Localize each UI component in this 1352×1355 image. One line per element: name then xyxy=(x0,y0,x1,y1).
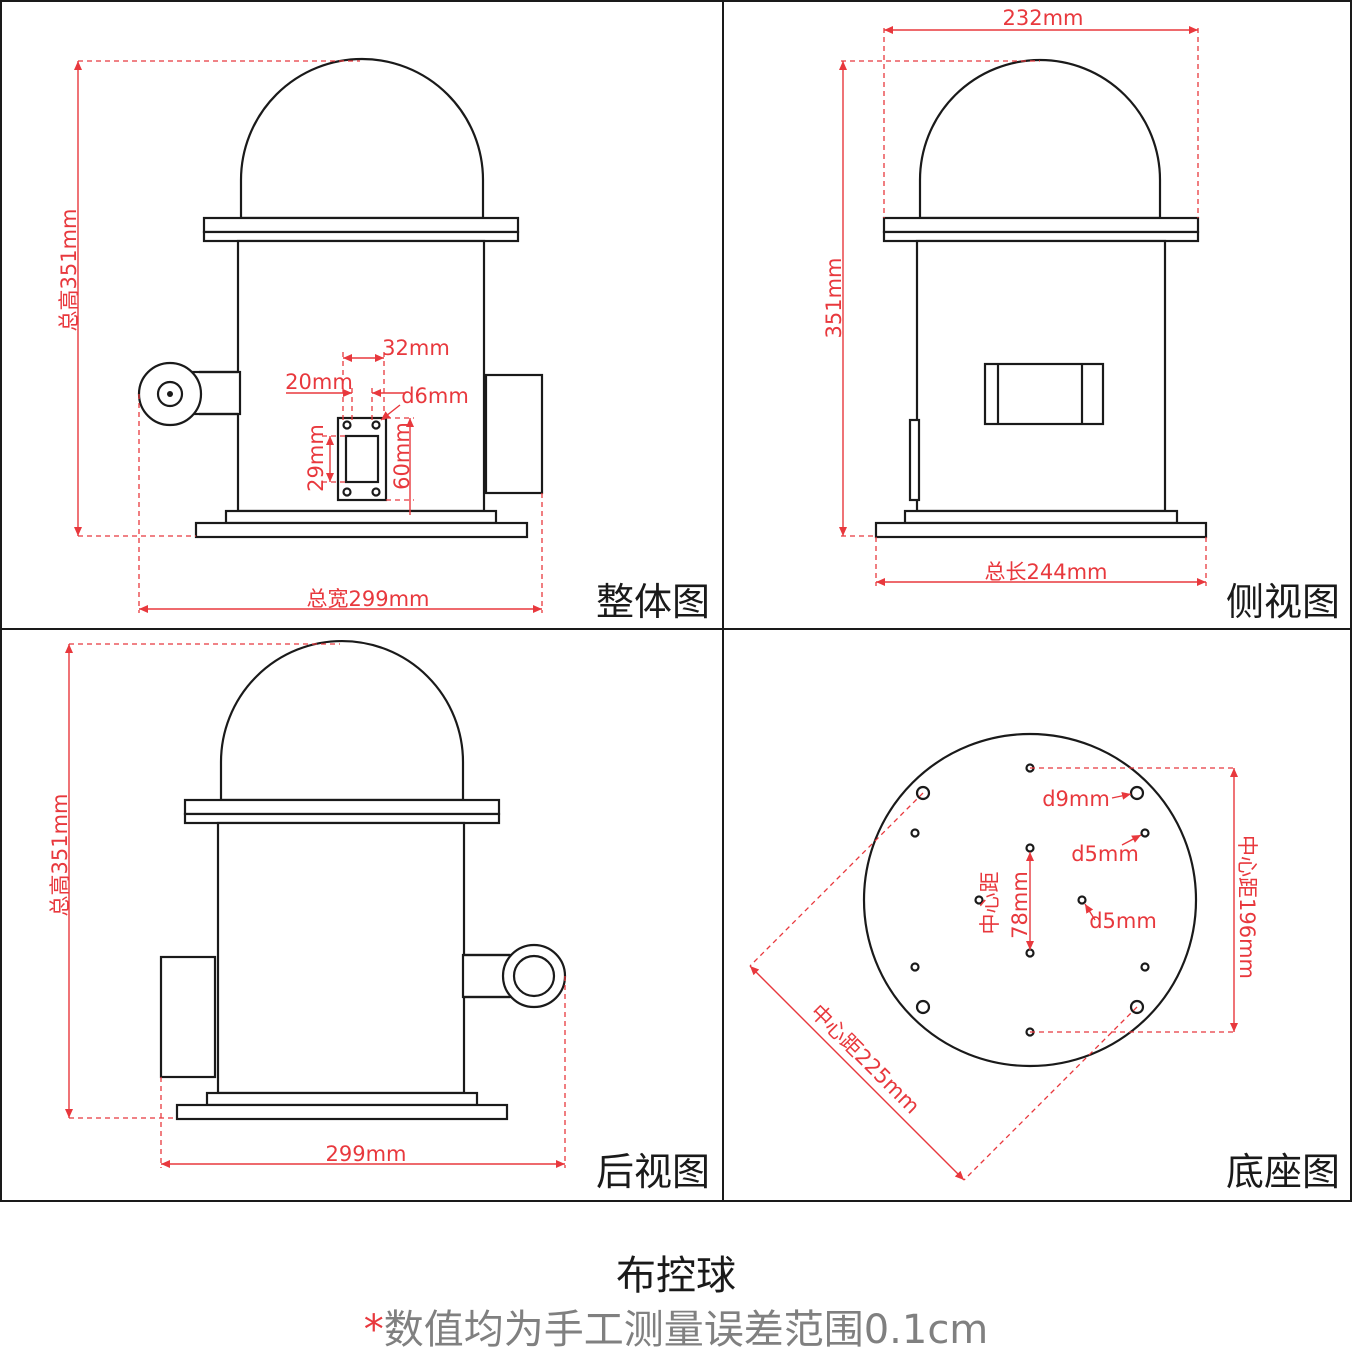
side-top-width-label: 232mm xyxy=(1003,6,1084,30)
back-panel-title: 后视图 xyxy=(596,1150,710,1194)
side-panel-title: 侧视图 xyxy=(1226,580,1340,624)
base-center225-label: 中心距225mm xyxy=(806,1000,925,1119)
back-dimensions xyxy=(65,643,566,1168)
dim-29mm-label: 29mm xyxy=(304,424,328,492)
overall-width-label: 总宽299mm xyxy=(307,587,430,611)
dim-60mm-label: 60mm xyxy=(390,422,414,490)
dim-32mm-label: 32mm xyxy=(382,336,450,360)
back-height-label: 总高351mm xyxy=(48,794,72,917)
side-dimensions xyxy=(839,26,1207,586)
back-view xyxy=(159,639,567,1121)
base-center196-label: 中心距196mm xyxy=(1235,835,1259,979)
side-view xyxy=(874,58,1208,539)
dim-20mm-label: 20mm xyxy=(285,370,353,394)
base-panel-title: 底座图 xyxy=(1226,1150,1340,1194)
base-d9-label: d9mm xyxy=(1042,787,1110,811)
dim-d6mm-label: d6mm xyxy=(401,384,469,408)
note-text: 数值均为手工测量误差范围0.1cm xyxy=(383,1307,989,1353)
base-dimensions xyxy=(749,767,1238,1181)
overall-panel-title: 整体图 xyxy=(596,580,710,624)
back-width-label: 299mm xyxy=(326,1142,407,1166)
side-height-label: 351mm xyxy=(822,258,846,339)
overall-height-label: 总高351mm xyxy=(57,209,81,332)
side-length-label: 总长244mm xyxy=(985,560,1108,584)
product-name: 布控球 xyxy=(616,1253,736,1299)
base-d5-label-upper: d5mm xyxy=(1071,842,1139,866)
base-d5-label-lower: d5mm xyxy=(1089,909,1157,933)
overall-view xyxy=(137,57,544,539)
overall-dimensions xyxy=(74,60,543,613)
note-asterisk: * xyxy=(363,1307,384,1353)
panel-frame xyxy=(0,0,1352,1202)
base-center78-label-b: 78mm xyxy=(1008,871,1032,939)
base-center78-label-a: 中心距 xyxy=(978,872,1002,935)
measurement-note: *数值均为手工测量误差范围0.1cm xyxy=(0,1297,1352,1355)
